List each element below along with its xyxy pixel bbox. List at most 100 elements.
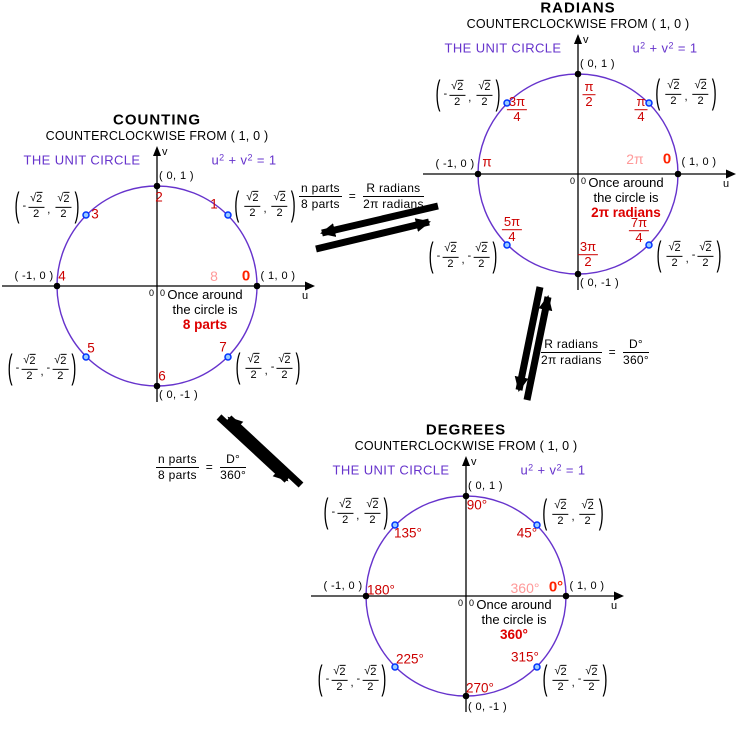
radical-icon: √ [699, 240, 706, 253]
eq-exp: 2 [640, 40, 646, 51]
comma: , [263, 203, 267, 216]
cardinal-dots [362, 492, 570, 700]
eq-v: v [661, 40, 669, 56]
radical-icon: √ [30, 191, 37, 204]
arrows-counting-radians [315, 202, 439, 253]
right-paren: ) [71, 348, 77, 388]
eq-plus: + [537, 462, 546, 478]
radical-icon: √ [475, 241, 482, 254]
eq-exp: 2 [556, 462, 562, 473]
radians-plot [423, 34, 736, 290]
diagram-title: DEGREES [425, 421, 507, 439]
radical-icon: √ [581, 498, 588, 511]
radical-icon: √ [366, 497, 373, 510]
eq-plus: + [228, 152, 237, 168]
radical-icon: √ [364, 664, 371, 677]
zero-label: 0° [548, 578, 564, 596]
equation: u2 + v2 = 1 [520, 463, 585, 478]
eq-exp: 2 [219, 152, 225, 163]
fraction-degrees: D°360° [220, 452, 247, 483]
radical-icon: √ [23, 353, 30, 366]
sign: - [22, 200, 27, 212]
sign: - [15, 362, 20, 374]
sign: - [46, 362, 51, 374]
sign: - [443, 88, 448, 100]
midpoint-markers [82, 211, 232, 361]
comma: , [47, 204, 51, 217]
u-axis-arrow-icon [726, 169, 736, 179]
u-axis-label: u [611, 600, 618, 612]
once-around-note: Once around the circle is 8 parts [167, 287, 242, 332]
arrows-radians-degrees [514, 286, 553, 401]
comma: , [356, 510, 360, 523]
left-paren: ( [323, 492, 329, 532]
comma: , [468, 92, 472, 105]
once-line-1: Once around [476, 597, 552, 612]
equals-sign: = [205, 460, 214, 475]
unit-circle-label: THE UNIT CIRCLE [444, 40, 562, 56]
once-line-2: the circle is [481, 612, 547, 627]
comma: , [685, 253, 689, 266]
eq-rhs: = 1 [565, 462, 586, 478]
full-turn-label: 2π [626, 151, 644, 167]
angle-label-4: 4 [58, 268, 66, 284]
radical-icon: √ [668, 240, 675, 253]
left-paren: ( [7, 348, 13, 388]
full-turn-label: 360° [510, 580, 540, 596]
v-axis-arrow-icon [462, 456, 470, 466]
comma: , [264, 365, 268, 378]
left-paren: ( [234, 185, 240, 225]
right-paren: ) [383, 492, 389, 532]
radical-icon: √ [554, 498, 561, 511]
diagram-subtitle: COUNTERCLOCKWISE FROM ( 1, 0 ) [354, 439, 578, 453]
zero-label: 0 [241, 267, 251, 285]
radical-icon: √ [451, 79, 458, 92]
sign: - [331, 506, 336, 518]
origin-zero-left: 0 [458, 598, 464, 608]
angle-label-2: 2 [155, 189, 163, 205]
eq-u: u [211, 152, 220, 168]
counting-diagram: COUNTING COUNTERCLOCKWISE FROM ( 1, 0 ) … [0, 110, 322, 422]
angle-label-135: 135° [394, 525, 422, 541]
comma: , [461, 254, 465, 267]
radical-icon: √ [554, 664, 561, 677]
coord-1-0: ( 1, 0 ) [681, 156, 717, 168]
angle-label-315: 315° [511, 649, 539, 665]
right-paren: ) [290, 185, 296, 225]
right-paren: ) [711, 73, 717, 113]
zero-label: 0 [662, 150, 672, 168]
right-paren: ) [74, 186, 80, 226]
sign: - [270, 361, 275, 373]
sign: - [436, 250, 441, 262]
unit-circle-label: THE UNIT CIRCLE [23, 152, 141, 168]
origin-zero-right: 0 [160, 288, 166, 298]
equation: u2 + v2 = 1 [211, 153, 276, 168]
left-paren: ( [542, 493, 548, 533]
left-paren: ( [655, 73, 661, 113]
sign: - [325, 673, 330, 685]
coord-0-minus1: ( 0, -1 ) [159, 389, 199, 401]
equals-sign: = [608, 345, 616, 360]
radians-diagram: RADIANS COUNTERCLOCKWISE FROM ( 1, 0 ) T… [413, 0, 737, 310]
diagram-subtitle: COUNTERCLOCKWISE FROM ( 1, 0 ) [466, 17, 690, 31]
left-paren: ( [542, 659, 548, 699]
u-axis-label: u [723, 178, 730, 190]
